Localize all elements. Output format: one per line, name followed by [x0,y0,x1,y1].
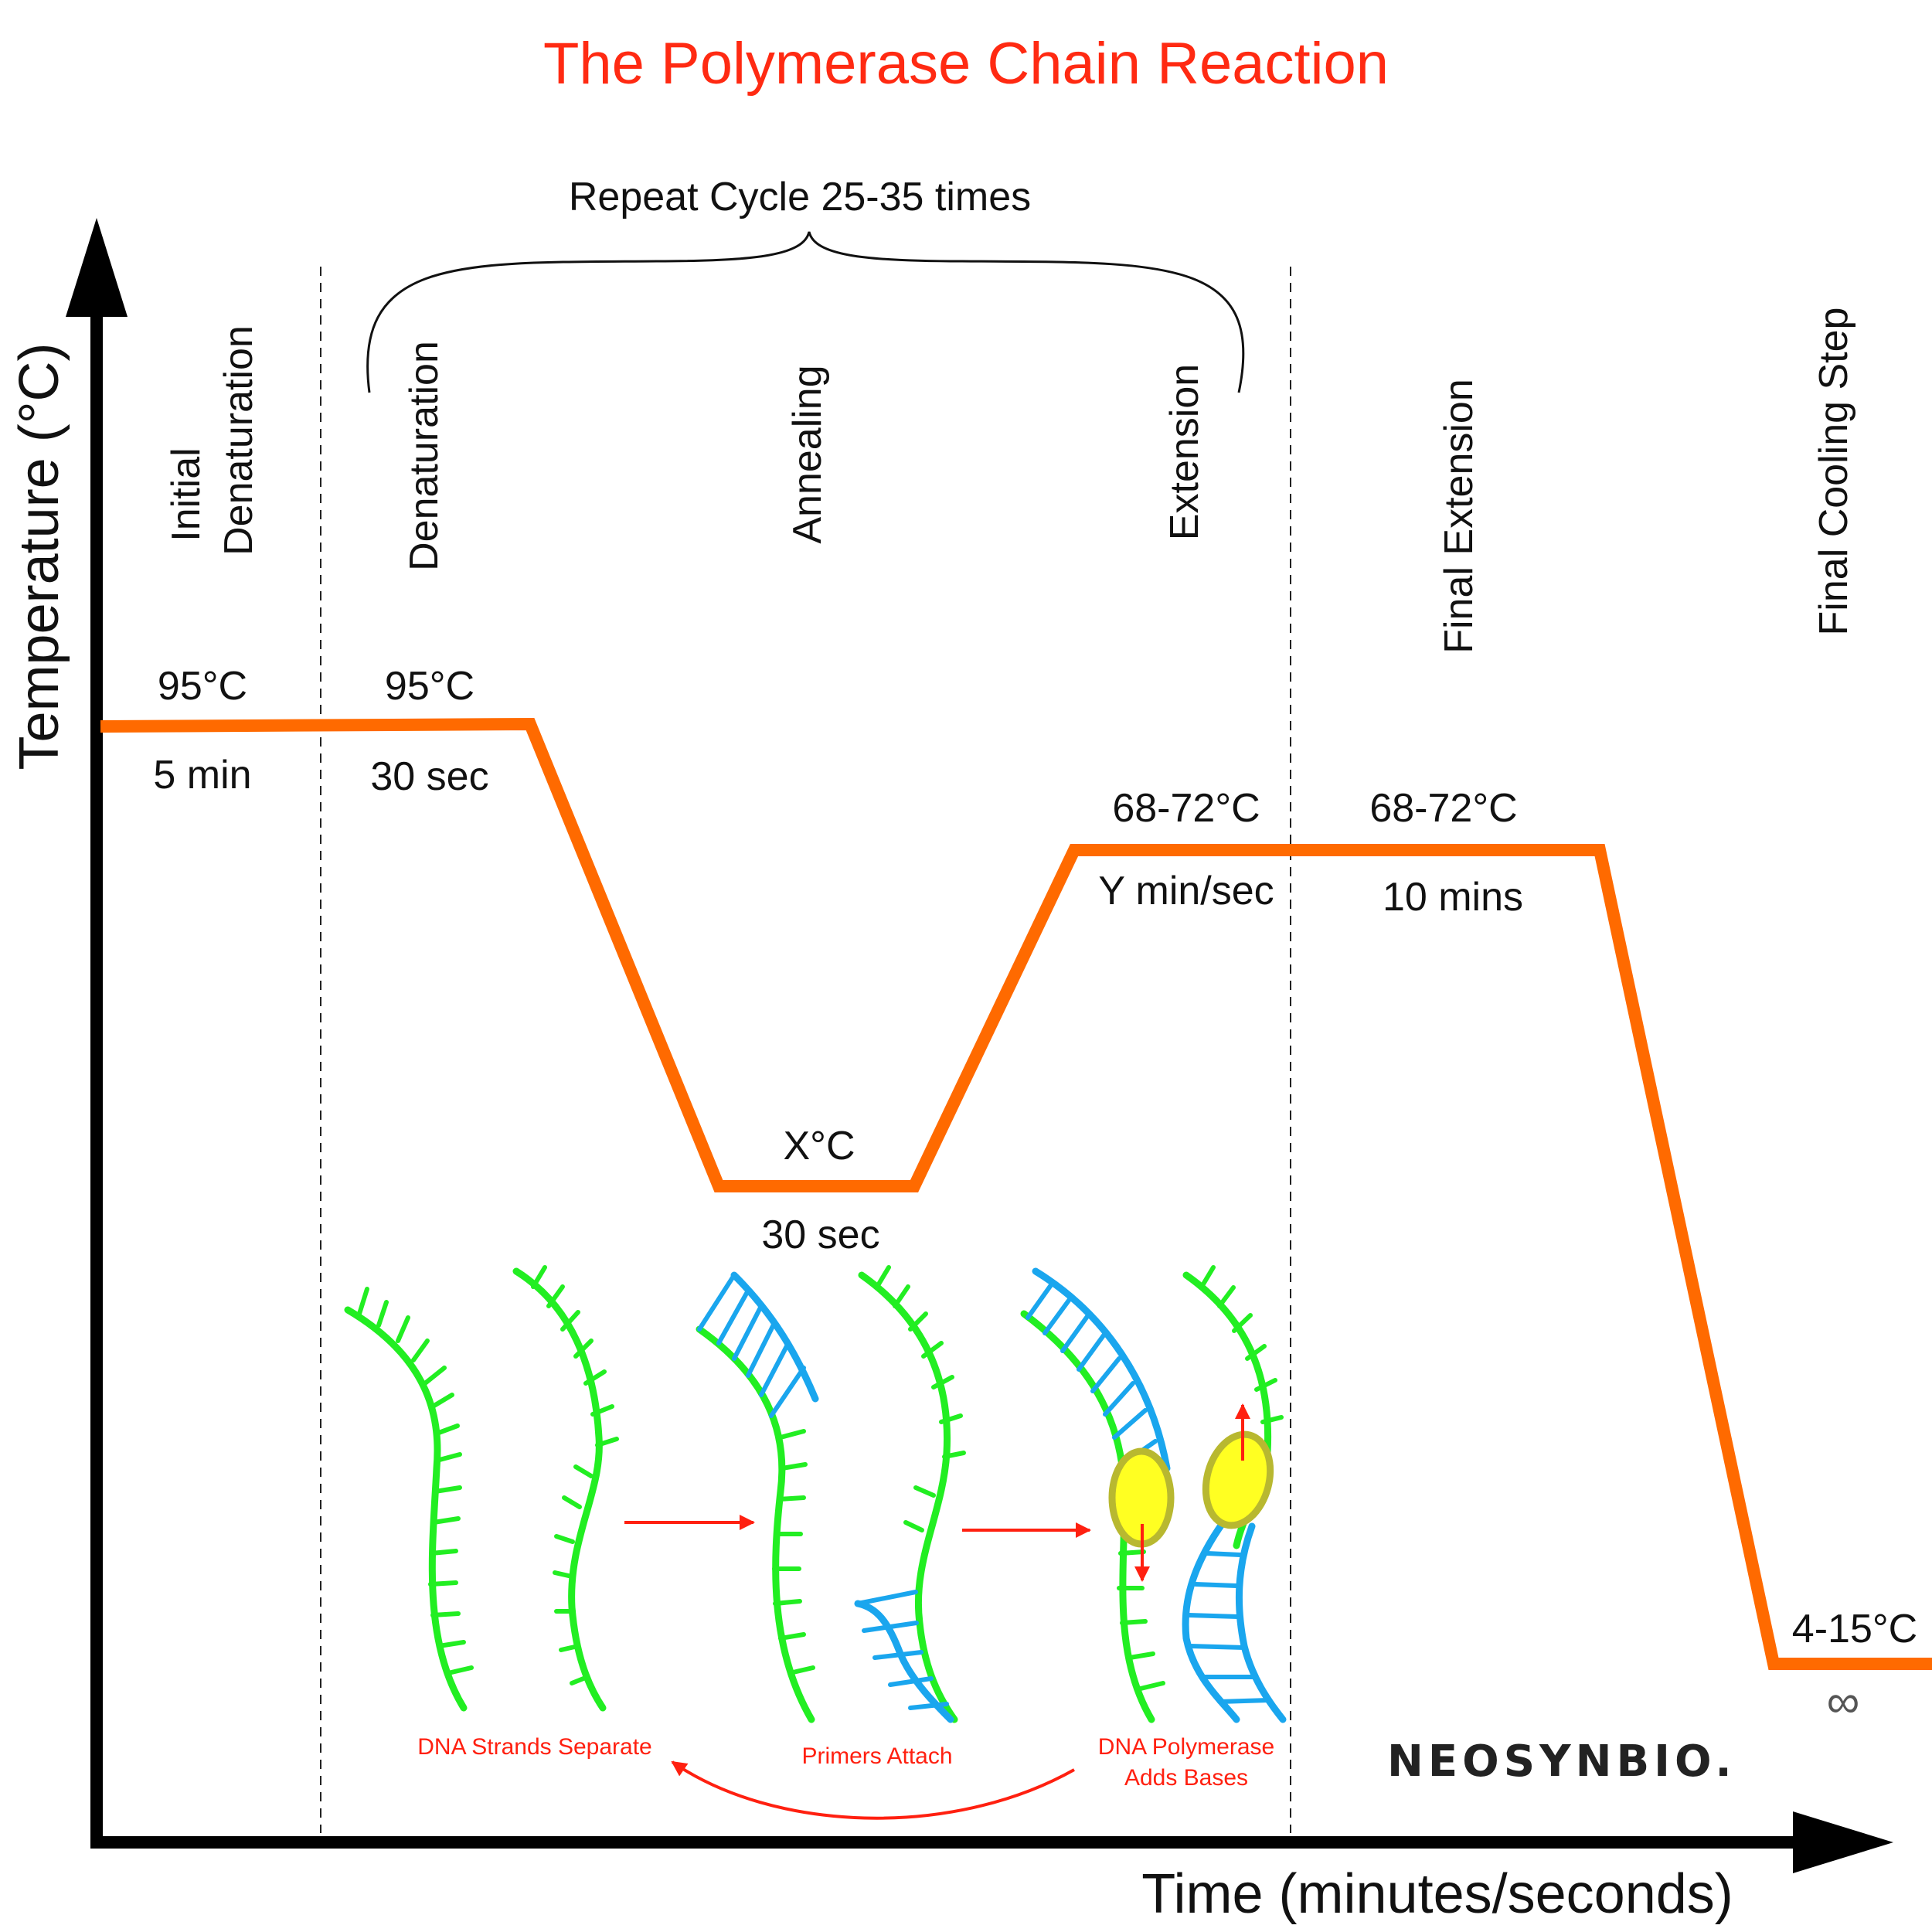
y-axis-label: Temperature (°C) [9,343,70,770]
dna-stage-separate: DNA Strands Separate [344,1265,652,1760]
phase-label-initial-line2: Denaturation [216,325,261,556]
annealing-time: 30 sec [761,1213,879,1257]
diagram-title: The Polymerase Chain Reaction [543,31,1389,97]
final-cooling-time: ∞ [1827,1675,1860,1727]
phase-label-extension: Extension [1162,364,1207,540]
phase-label-annealing: Annealing [785,365,830,543]
primer-2b [854,1600,954,1723]
dna-strand-2a [696,1325,815,1723]
initial-denaturation-time: 5 min [153,753,251,798]
stage-label-polymerase-line1: DNA Polymerase [1098,1734,1274,1760]
cycle-label: Repeat Cycle 25-35 times [569,175,1031,219]
y-axis-arrowhead [66,218,128,317]
dna-strand-2b [858,1271,958,1723]
phase-label-denaturation: Denaturation [402,341,447,571]
primer-3b-inner [1235,1522,1287,1723]
dna-polymerase-enzyme-2 [1202,1430,1274,1529]
phase-label-final-extension: Final Extension [1437,379,1481,654]
stage-label-polymerase-line2: Adds Bases [1124,1765,1248,1791]
denaturation-time: 30 sec [370,754,488,799]
extension-temp: 68-72°C [1112,786,1260,831]
dna-stage-primers: Primers Attach [696,1265,966,1769]
temperature-profile-line [100,717,1932,1670]
final-extension-time: 10 mins [1383,875,1523,920]
primer-3b [1182,1511,1240,1723]
axes: Temperature (°C) Time (minutes/seconds) [9,218,1893,1925]
stage-label-strands-separate: DNA Strands Separate [417,1734,652,1760]
cycle-return-arrow [671,1760,1075,1820]
extension-time: Y min/sec [1098,869,1274,913]
phase-label-initial-line1: Initial [164,447,209,541]
phase-label-final-cooling: Final Cooling Step [1811,308,1856,636]
x-axis-arrowhead [1793,1811,1893,1873]
denaturation-temp: 95°C [385,664,474,709]
stage-label-primers-attach: Primers Attach [801,1743,952,1769]
final-cooling-temp: 4-15°C [1792,1607,1917,1651]
dna-strand-1a [344,1306,468,1712]
x-axis-label: Time (minutes/seconds) [1141,1863,1733,1925]
final-extension-temp: 68-72°C [1369,786,1517,831]
primer-3a [1032,1267,1171,1472]
dna-stage-polymerase: DNA Polymerase Adds Bases [1020,1265,1287,1791]
annealing-temp: X°C [783,1124,855,1168]
initial-denaturation-temp: 95°C [158,664,247,709]
dna-strand-1b [512,1267,607,1712]
cycle-brace [366,231,1245,393]
brand-logo: NEOSYNBIO. [1387,1736,1736,1787]
